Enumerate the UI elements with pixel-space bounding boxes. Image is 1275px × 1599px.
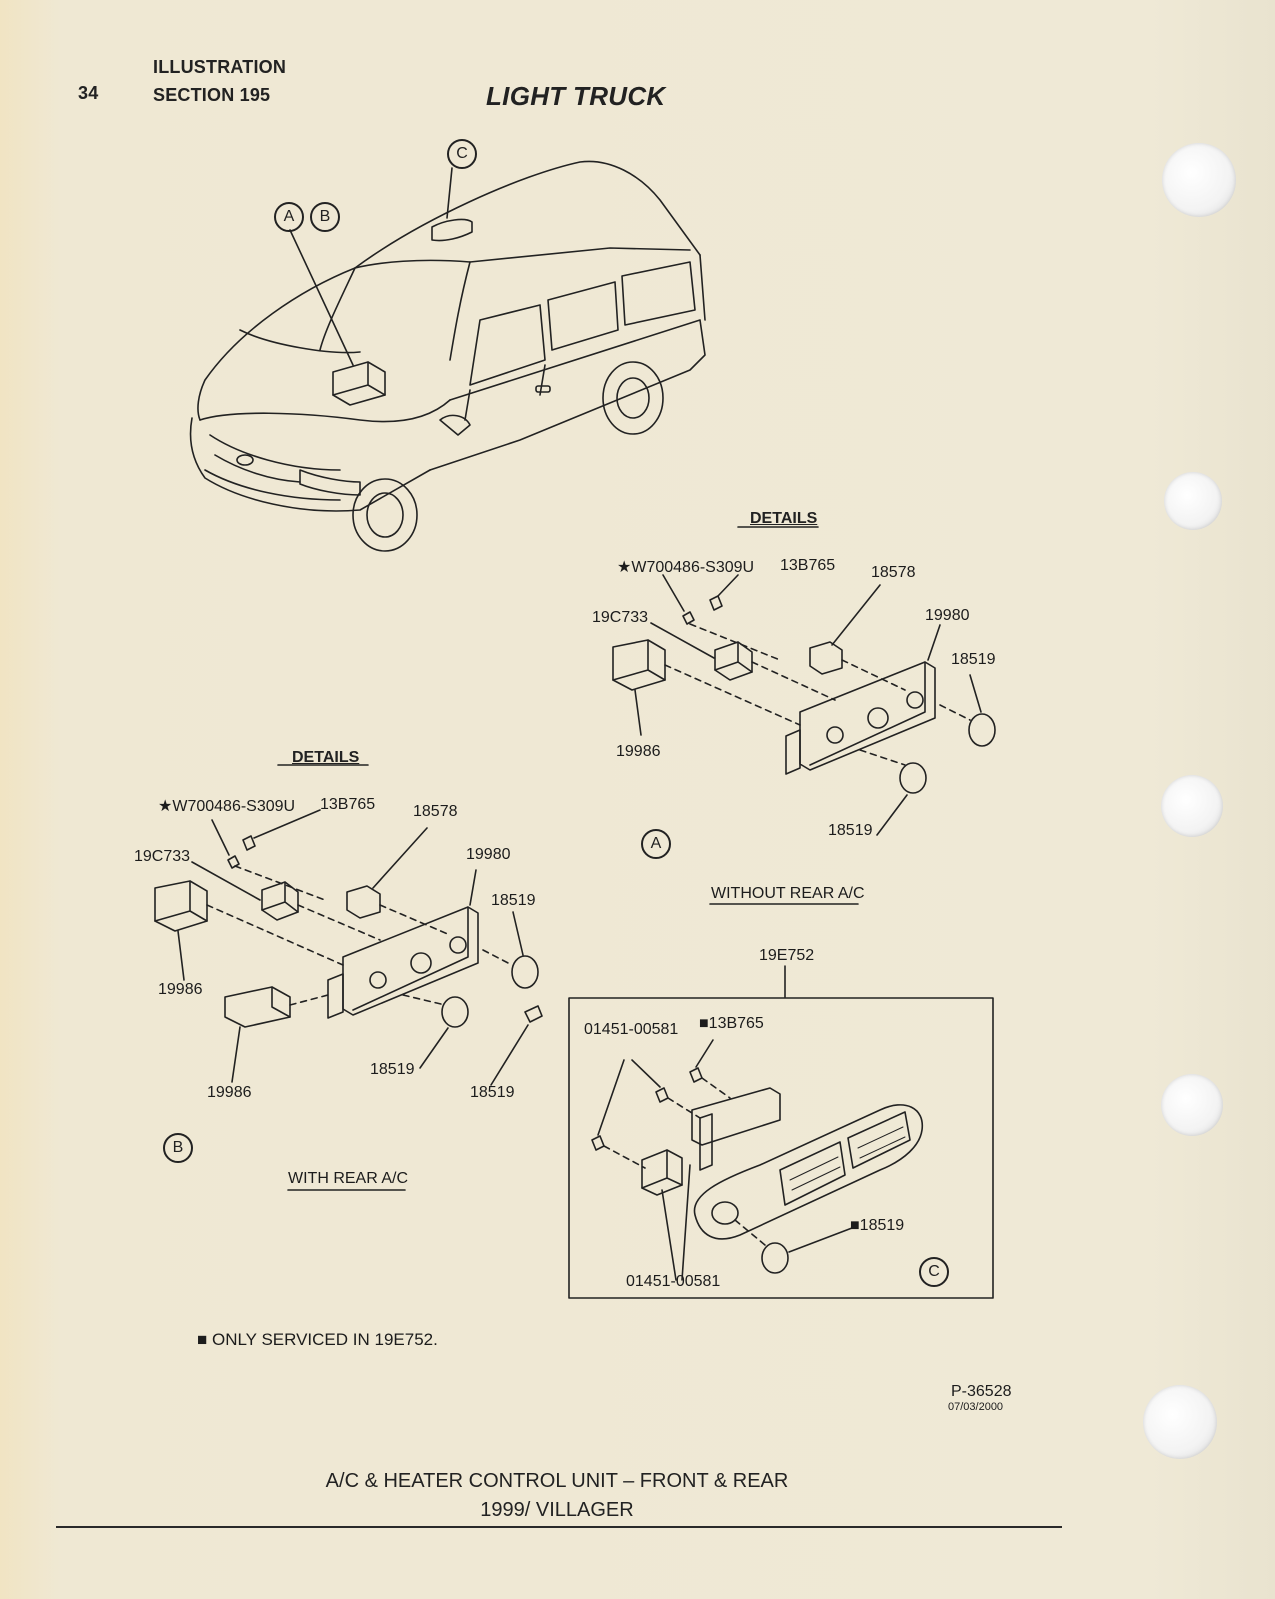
drawing-number: P-36528 xyxy=(951,1383,1012,1400)
footer-title: A/C & HEATER CONTROL UNIT – FRONT & REAR xyxy=(325,1470,789,1492)
footer-model: 1999/ VILLAGER xyxy=(480,1499,634,1521)
detail-c-caption: WITHOUT REAR A/C xyxy=(711,885,865,902)
page-number: 34 xyxy=(78,83,99,103)
label-19986-b-top: 19986 xyxy=(158,981,203,998)
label-18519-b-top: 18519 xyxy=(491,892,536,909)
label-w700486-b: ★W700486-S309U xyxy=(158,798,296,815)
label-01451-c-top: 01451-00581 xyxy=(584,1021,679,1038)
callout-b-van: B xyxy=(310,202,340,232)
detail-b-heading: DETAILS xyxy=(292,749,360,766)
label-19980-b: 19980 xyxy=(466,846,511,863)
label-19986-a: 19986 xyxy=(616,743,661,760)
drawing-date: 07/03/2000 xyxy=(948,1401,1004,1413)
label-19c733-a: 19C733 xyxy=(592,609,649,626)
binder-hole-5 xyxy=(1143,1385,1217,1459)
binder-hole-4 xyxy=(1161,1074,1223,1136)
callout-c-detail: C xyxy=(919,1257,949,1287)
callout-a-detail: A xyxy=(641,829,671,859)
section-label: SECTION 195 xyxy=(153,85,271,105)
illustration-label: ILLUSTRATION xyxy=(153,57,287,77)
label-19980-a: 19980 xyxy=(925,607,970,624)
callout-a-van: A xyxy=(274,202,304,232)
callout-c-van: C xyxy=(447,139,477,169)
label-01451-c-bottom: 01451-00581 xyxy=(626,1273,721,1290)
detail-c-drawing xyxy=(568,903,994,1299)
label-18578-b: 18578 xyxy=(413,803,458,820)
label-19e752: 19E752 xyxy=(759,947,815,964)
label-13b765-b: 13B765 xyxy=(320,796,376,813)
detail-b-drawing xyxy=(154,764,543,1191)
detail-a-heading: DETAILS xyxy=(750,510,818,527)
callout-b-detail: B xyxy=(163,1133,193,1163)
label-13b765-a: 13B765 xyxy=(780,557,836,574)
label-13b765-c: ■13B765 xyxy=(699,1015,764,1032)
label-18519-a-bottom: 18519 xyxy=(828,822,873,839)
label-18578-a: 18578 xyxy=(871,564,916,581)
binder-hole-2 xyxy=(1164,472,1222,530)
binder-hole-1 xyxy=(1162,143,1236,217)
detail-a-drawing xyxy=(612,526,996,836)
van-drawing xyxy=(189,160,706,552)
label-18519-a-top: 18519 xyxy=(951,651,996,668)
label-18519-c: ■18519 xyxy=(850,1217,905,1234)
detail-b-caption: WITH REAR A/C xyxy=(288,1170,409,1187)
label-w700486-a: ★W700486-S309U xyxy=(617,559,755,576)
binder-hole-3 xyxy=(1161,775,1223,837)
footer-rule xyxy=(56,1526,1062,1528)
label-19c733-b: 19C733 xyxy=(134,848,191,865)
service-note: ■ ONLY SERVICED IN 19E752. xyxy=(197,1330,438,1349)
label-19986-b-bottom: 19986 xyxy=(207,1084,252,1101)
label-18519-b-left: 18519 xyxy=(370,1061,415,1078)
label-18519-b-right: 18519 xyxy=(470,1084,515,1101)
page-title: LIGHT TRUCK xyxy=(486,81,666,111)
